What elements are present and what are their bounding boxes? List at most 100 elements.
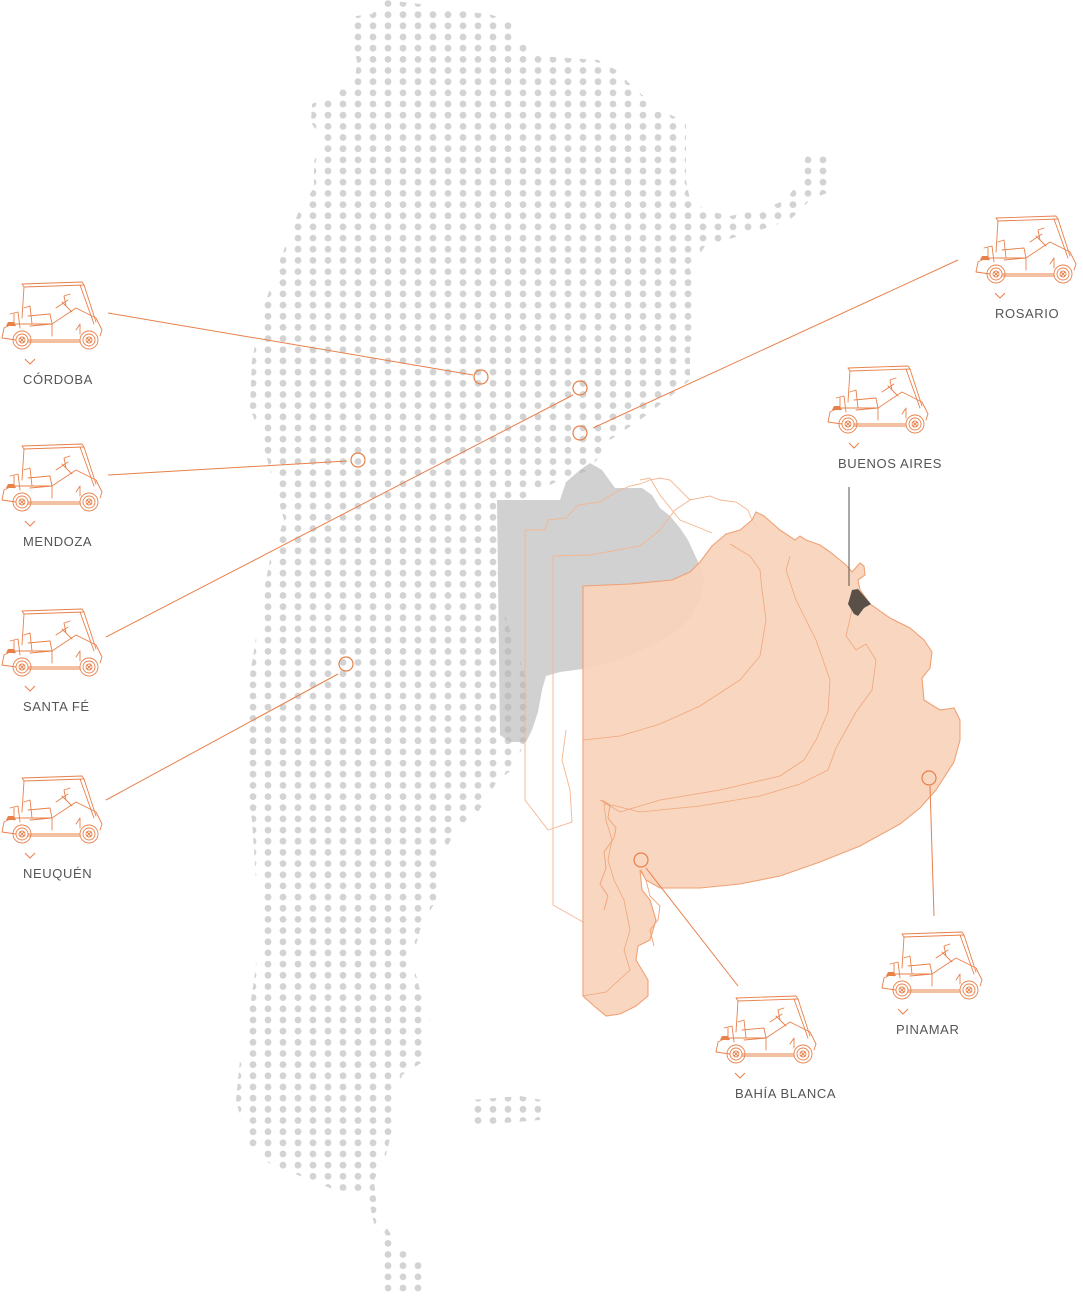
map-dot bbox=[249, 648, 257, 655]
map-dot bbox=[729, 904, 737, 912]
map-dot bbox=[429, 502, 437, 510]
map-dot bbox=[309, 1083, 317, 1091]
location-card-bahia-blanca[interactable]: BAHÍA BLANCA bbox=[714, 992, 836, 1101]
map-dot bbox=[459, 1184, 467, 1191]
map-dot bbox=[324, 547, 332, 555]
golf-cart-icon bbox=[1, 281, 103, 350]
chevron-down-icon[interactable] bbox=[848, 442, 860, 450]
map-dot bbox=[609, 391, 617, 398]
map-dot bbox=[474, 916, 482, 923]
map-dot bbox=[729, 212, 737, 220]
map-dot bbox=[789, 949, 797, 957]
map-dot bbox=[294, 145, 302, 153]
map-dot bbox=[309, 11, 317, 19]
marker-santa-fe[interactable] bbox=[572, 380, 588, 396]
map-dot bbox=[459, 782, 467, 789]
map-dot bbox=[369, 0, 377, 7]
map-dot bbox=[744, 78, 752, 86]
map-dot bbox=[489, 614, 497, 622]
map-dot bbox=[564, 871, 572, 879]
map-dot bbox=[699, 89, 707, 97]
location-card-buenos-aires[interactable]: BUENOS AIRES bbox=[826, 362, 946, 471]
map-dot bbox=[236, 1161, 242, 1169]
map-dot bbox=[414, 994, 422, 1001]
map-dot bbox=[489, 111, 497, 119]
map-dot bbox=[729, 11, 737, 19]
map-dot bbox=[309, 614, 317, 622]
map-dot bbox=[444, 536, 452, 544]
map-dot bbox=[549, 1050, 557, 1057]
map-dot bbox=[264, 223, 272, 231]
chevron-down-icon[interactable] bbox=[24, 358, 36, 366]
map-dot bbox=[339, 971, 347, 979]
chevron-down-icon[interactable] bbox=[24, 852, 36, 860]
map-dot bbox=[264, 480, 272, 488]
map-dot bbox=[399, 268, 407, 275]
map-dot bbox=[789, 67, 797, 74]
map-dot bbox=[369, 1105, 377, 1113]
map-dot bbox=[236, 1083, 242, 1091]
map-dot bbox=[369, 1206, 377, 1214]
map-dot bbox=[474, 804, 482, 812]
map-dot bbox=[429, 223, 437, 231]
map-dot bbox=[654, 480, 662, 488]
map-dot bbox=[429, 927, 437, 934]
map-dot bbox=[399, 592, 407, 599]
map-dot bbox=[249, 525, 257, 532]
map-dot bbox=[804, 893, 812, 901]
map-dot bbox=[339, 134, 347, 141]
map-dot bbox=[639, 1150, 647, 1158]
map-dot bbox=[399, 513, 407, 521]
map-dot bbox=[489, 1172, 497, 1180]
map-dot bbox=[729, 1105, 737, 1113]
chevron-down-icon[interactable] bbox=[994, 292, 1006, 300]
map-dot bbox=[819, 536, 827, 544]
map-dot bbox=[714, 916, 722, 923]
location-card-neuquen[interactable]: NEUQUÉN bbox=[0, 772, 120, 881]
map-dot bbox=[714, 1139, 722, 1147]
map-dot bbox=[504, 178, 512, 186]
marker-cordoba[interactable] bbox=[473, 369, 489, 385]
marker-bahia-blanca[interactable] bbox=[633, 852, 649, 868]
map-dot bbox=[519, 335, 527, 342]
map-dot bbox=[549, 156, 557, 164]
map-dot bbox=[474, 558, 482, 566]
chevron-down-icon[interactable] bbox=[24, 685, 36, 693]
map-dot bbox=[519, 1161, 527, 1169]
map-dot bbox=[444, 782, 452, 789]
map-dot bbox=[564, 927, 572, 934]
map-dot bbox=[474, 793, 482, 800]
chevron-down-icon[interactable] bbox=[897, 1008, 909, 1016]
map-dot bbox=[504, 1038, 512, 1046]
map-dot bbox=[236, 782, 242, 789]
location-card-santa-fe[interactable]: SANTA FÉ bbox=[0, 605, 120, 714]
map-dot bbox=[669, 1228, 677, 1236]
map-dot bbox=[384, 1105, 392, 1113]
chevron-down-icon[interactable] bbox=[734, 1072, 746, 1080]
chevron-down-icon[interactable] bbox=[24, 520, 36, 528]
map-dot bbox=[564, 1083, 572, 1091]
marker-rosario[interactable] bbox=[572, 425, 588, 441]
map-dot bbox=[564, 78, 572, 86]
map-dot bbox=[759, 89, 767, 97]
map-dot bbox=[429, 1061, 437, 1068]
marker-mendoza[interactable] bbox=[350, 452, 366, 468]
map-dot bbox=[534, 1251, 542, 1258]
location-card-rosario[interactable]: ROSARIO bbox=[974, 212, 1083, 321]
map-dot bbox=[294, 592, 302, 599]
map-dot bbox=[504, 916, 512, 923]
map-dot bbox=[489, 1038, 497, 1046]
map-dot bbox=[564, 1139, 572, 1147]
location-card-pinamar[interactable]: PINAMAR bbox=[880, 928, 1000, 1037]
map-dot bbox=[549, 1161, 557, 1169]
marker-pinamar[interactable] bbox=[921, 770, 937, 786]
marker-neuquen[interactable] bbox=[338, 656, 354, 672]
map-dot bbox=[459, 33, 467, 41]
map-dot bbox=[279, 402, 287, 409]
location-card-cordoba[interactable]: CÓRDOBA bbox=[0, 278, 120, 387]
map-dot bbox=[264, 368, 272, 376]
location-card-mendoza[interactable]: MENDOZA bbox=[0, 440, 120, 549]
map-dot bbox=[519, 1094, 527, 1102]
map-dot bbox=[579, 1150, 587, 1158]
map-dot bbox=[294, 1027, 302, 1035]
